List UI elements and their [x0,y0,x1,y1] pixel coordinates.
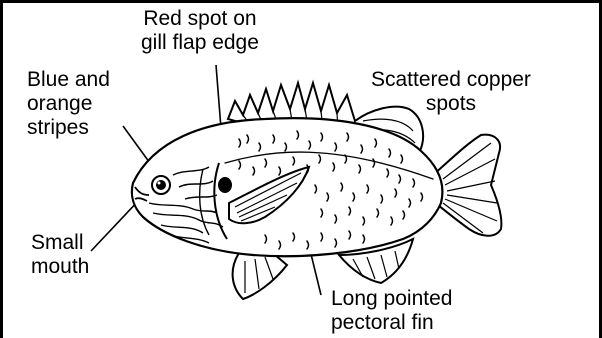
label-red-spot-line-1: Red spot on [141,7,259,31]
pelvic-fin [233,253,287,299]
tail-fin [433,135,501,236]
label-pectoral-fin: Long pointed pectoral fin [331,287,452,335]
eye [152,176,170,194]
label-stripes-line-1: Blue and [27,68,110,92]
label-pectoral-line-1: Long pointed [331,287,452,311]
label-pectoral-line-2: pectoral fin [331,311,452,335]
label-small-mouth: Small mouth [31,231,89,279]
label-stripes-line-2: orange [27,92,110,116]
red-spot [218,177,232,193]
label-red-spot-line-2: gill flap edge [141,31,259,55]
label-copper-line-1: Scattered copper [371,68,531,92]
label-mouth-line-1: Small [31,231,89,255]
fish-illustration [3,3,599,338]
label-blue-orange-stripes: Blue and orange stripes [27,68,110,140]
label-copper-spots: Scattered copper spots [371,68,531,116]
label-stripes-line-3: stripes [27,116,110,140]
label-red-spot: Red spot on gill flap edge [141,7,259,55]
leader-mouth [91,198,141,251]
label-copper-line-2: spots [371,92,531,116]
label-mouth-line-2: mouth [31,255,89,279]
